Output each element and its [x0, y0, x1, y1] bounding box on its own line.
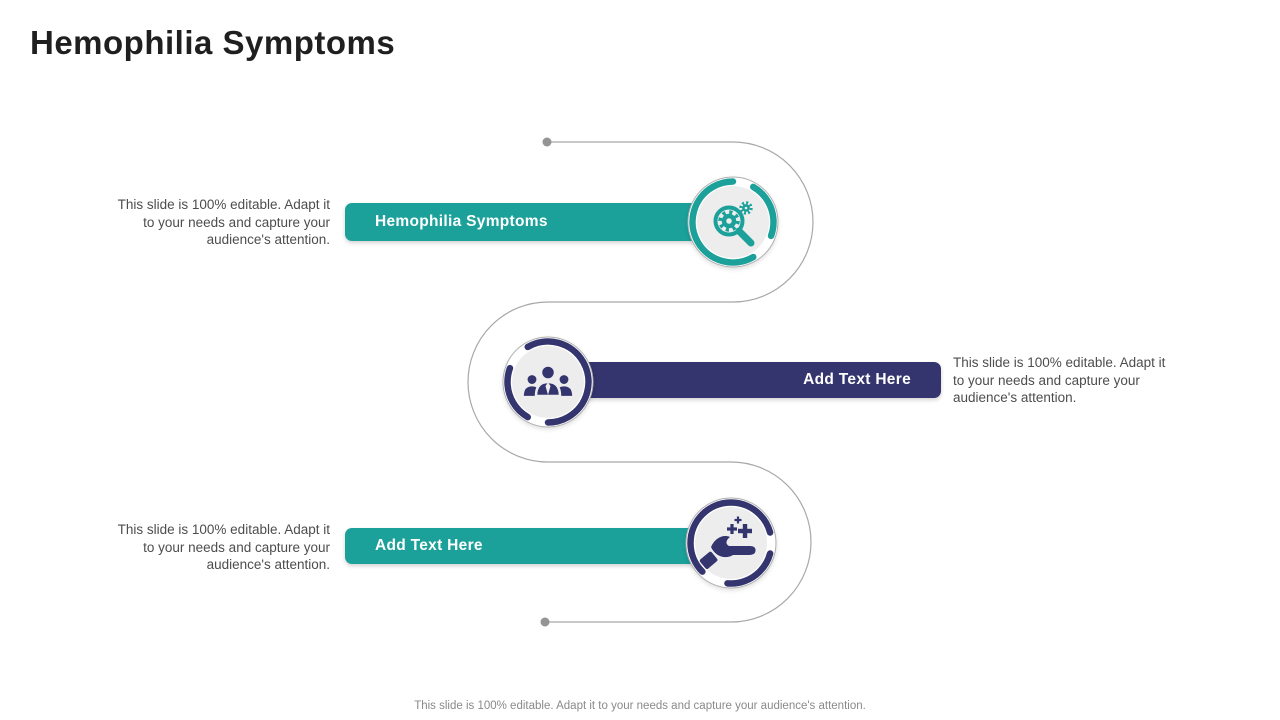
- row-1-note[interactable]: This slide is 100% editable. Adapt it to…: [117, 197, 330, 248]
- row-2-label: Add Text Here: [803, 371, 911, 388]
- search-gears-icon: [713, 201, 755, 247]
- circle-arc-ring: [687, 499, 775, 587]
- row-2-label-bar[interactable]: Add Text Here: [575, 362, 941, 398]
- connector-start-dot: [542, 137, 552, 147]
- connector-end-dot: [540, 617, 550, 627]
- connector-path: [467, 141, 814, 623]
- row-1-label-bar[interactable]: Hemophilia Symptoms: [345, 203, 705, 241]
- circle-arc-ring: [504, 338, 592, 426]
- step-2-circle: [502, 336, 594, 428]
- row-1-label: Hemophilia Symptoms: [375, 213, 548, 230]
- footer-note: This slide is 100% editable. Adapt it to…: [414, 700, 866, 712]
- row-3-label-bar[interactable]: Add Text Here: [345, 528, 705, 564]
- row-2-note[interactable]: This slide is 100% editable. Adapt it to…: [953, 355, 1166, 406]
- slide-title[interactable]: Hemophilia Symptoms: [30, 24, 396, 61]
- step-1-circle: [687, 176, 779, 268]
- row-3-note[interactable]: This slide is 100% editable. Adapt it to…: [117, 522, 330, 573]
- care-hand-icon: [699, 516, 756, 569]
- step-3-circle: [685, 497, 777, 589]
- team-icon: [523, 364, 573, 398]
- row-3-label: Add Text Here: [375, 537, 483, 554]
- circle-arc-ring: [689, 178, 777, 266]
